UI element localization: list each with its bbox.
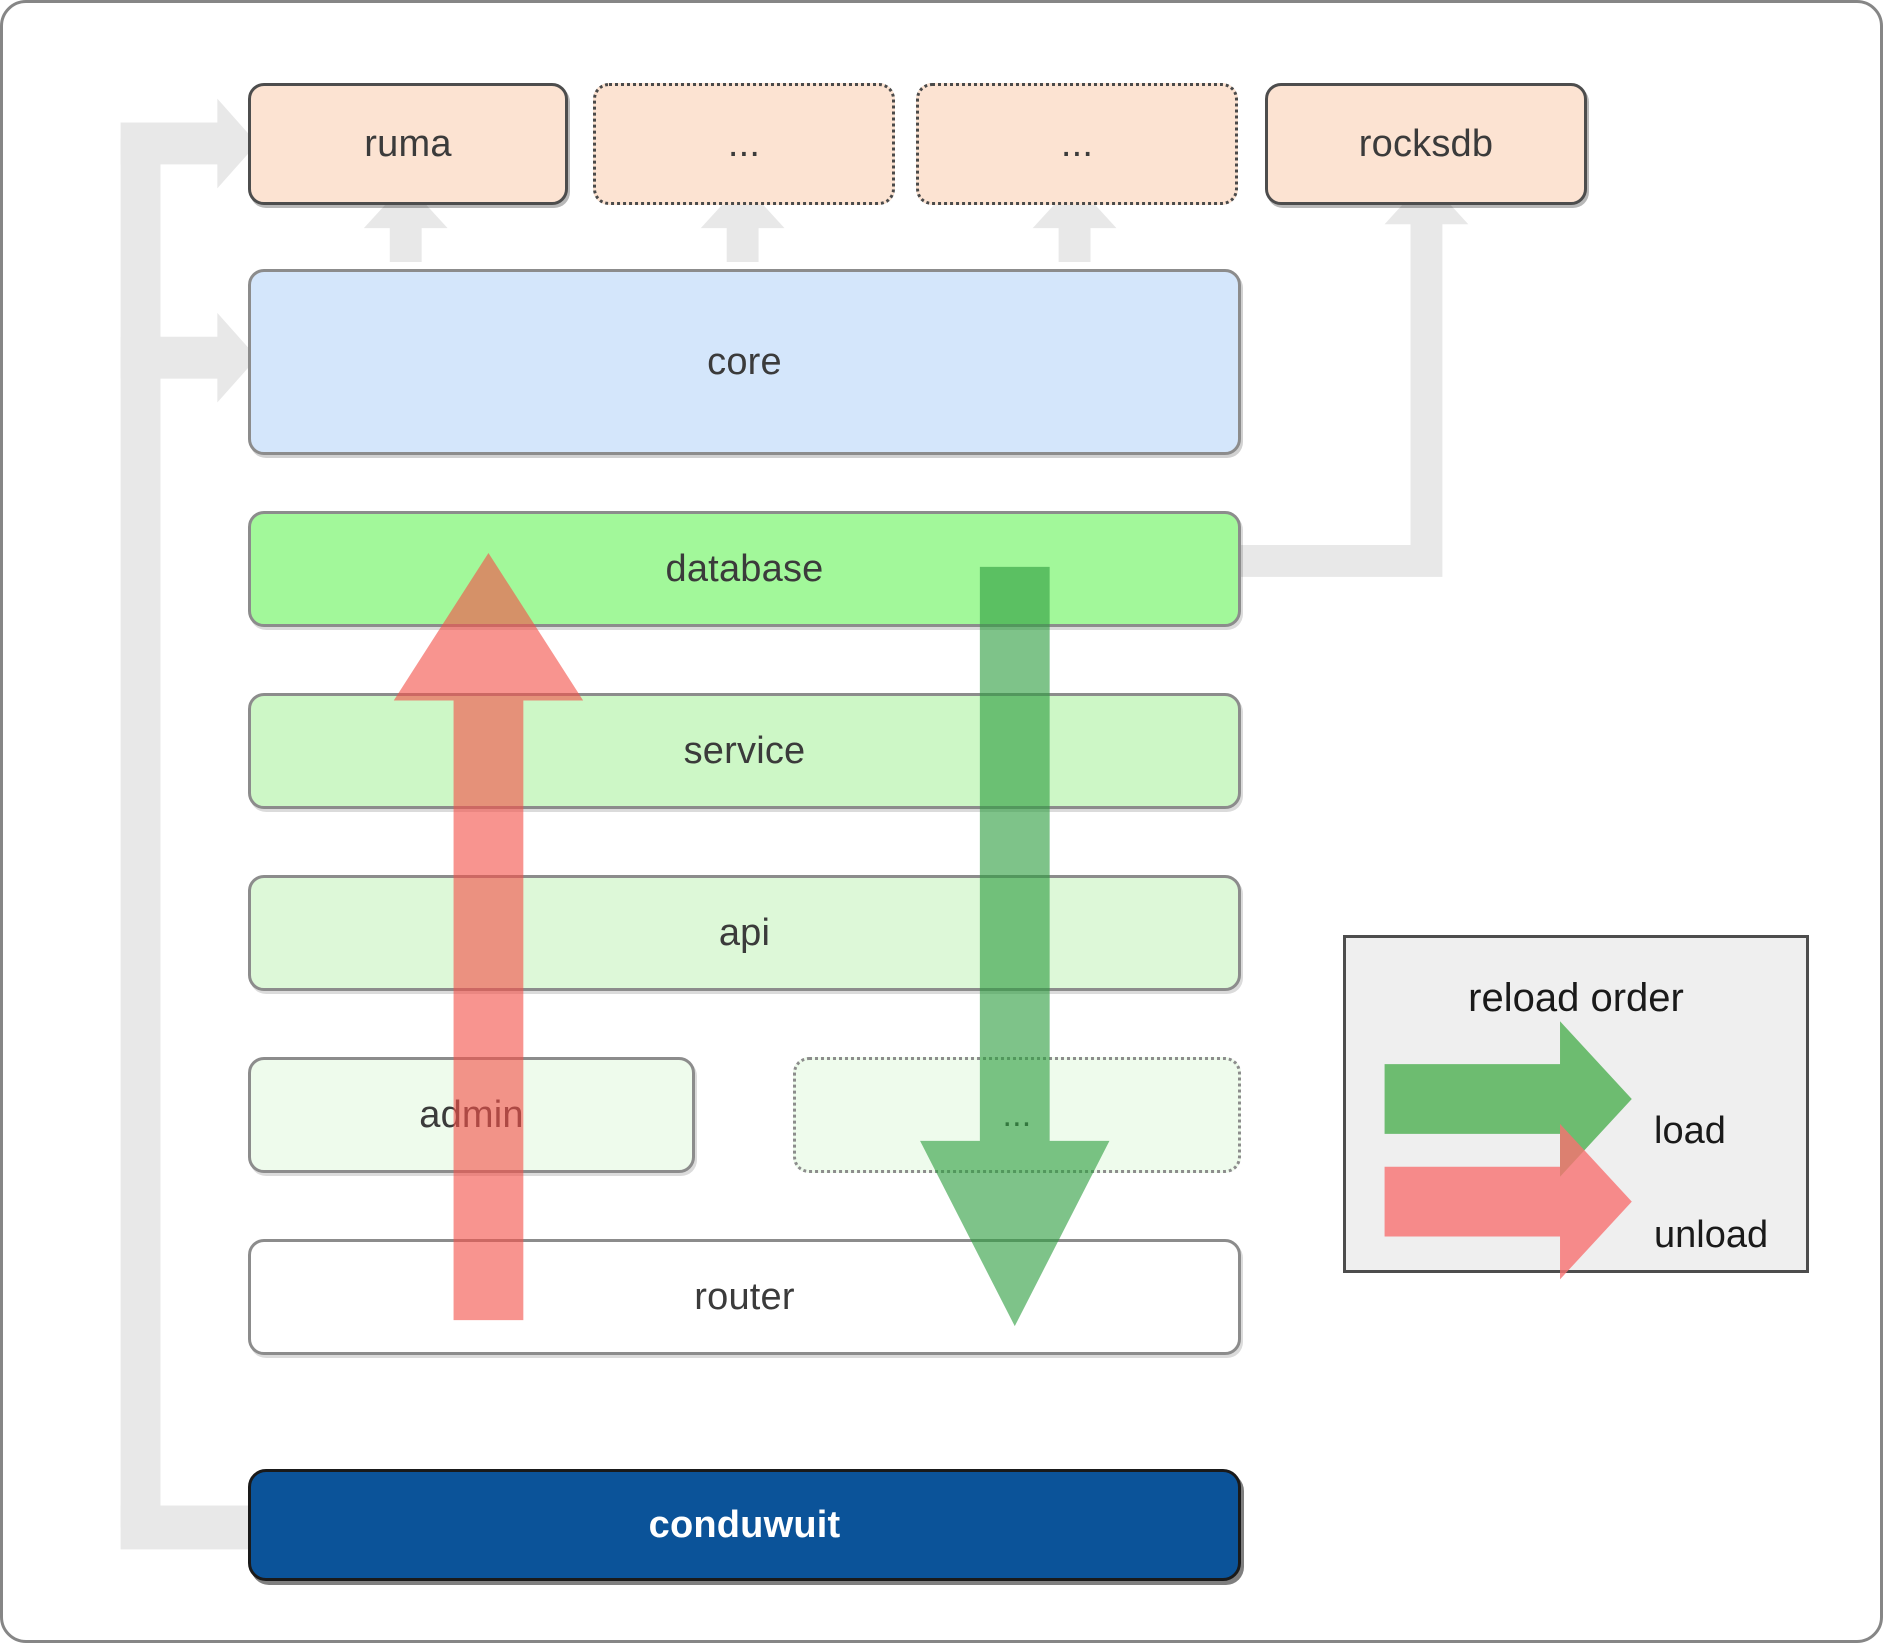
load-arrow [920, 566, 1110, 1327]
dependency-label: ruma [364, 122, 452, 165]
legend-label-unload: unload [1654, 1214, 1769, 1256]
dependency-box-rocksdb[interactable]: rocksdb [1265, 83, 1587, 205]
dependency-box-ruma[interactable]: ruma [248, 83, 568, 205]
unload-arrow [393, 552, 584, 1321]
legend-arrow-layer [1384, 1021, 1632, 1280]
root-label: conduwuit [648, 1503, 841, 1546]
layer-label: core [707, 340, 782, 383]
dependency-label: ... [727, 122, 761, 165]
legend-label-load: load [1654, 1110, 1726, 1152]
layer-box-api[interactable]: api [248, 875, 1241, 991]
layer-box-core[interactable]: core [248, 269, 1241, 455]
layer-box-service[interactable]: service [248, 693, 1241, 809]
layer-label: api [718, 911, 771, 954]
dependency-box-ellipsis-1[interactable]: ... [593, 83, 895, 205]
layer-box-database[interactable]: database [248, 511, 1241, 627]
connector-layer [120, 98, 1469, 1550]
reload-order-arrows [393, 552, 1110, 1327]
root-box-conduwuit[interactable]: conduwuit [248, 1469, 1241, 1581]
layer-label: service [683, 729, 806, 772]
layer-label: router [694, 1275, 795, 1318]
legend-title: reload order [1468, 976, 1684, 1020]
layer-box-router[interactable]: router [248, 1239, 1241, 1355]
dependency-label: rocksdb [1358, 122, 1494, 165]
legend-unload-arrow [1384, 1123, 1632, 1280]
layer-label: database [665, 547, 824, 590]
dependency-box-ellipsis-2[interactable]: ... [916, 83, 1238, 205]
legend-load-arrow [1384, 1021, 1632, 1177]
dependency-label: ... [1060, 122, 1094, 165]
